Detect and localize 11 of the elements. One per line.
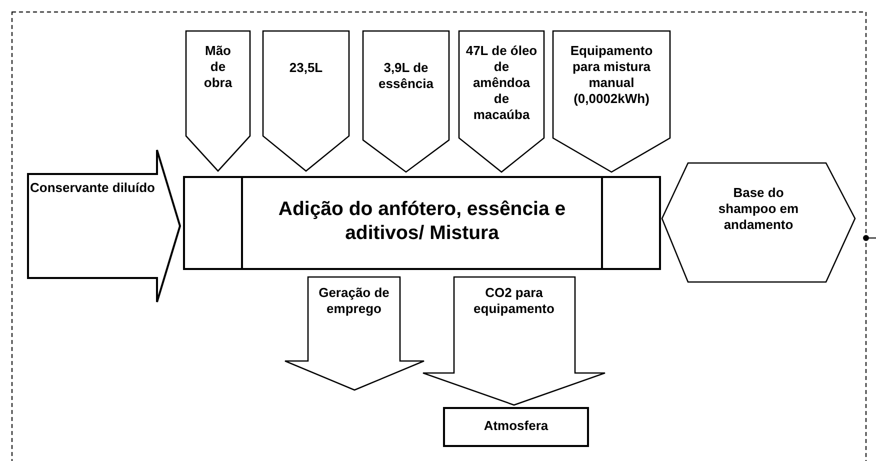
node-label: Conservante diluído [29,180,156,196]
node-label: 3,9L de essência [378,60,434,92]
node-label: Atmosfera [482,418,550,434]
node-label: Mão de obra [202,43,234,91]
node-label: CO2 para equipamento [472,285,556,317]
node-label: 23,5L [288,60,324,76]
node-label: 47L de óleo de amêndoa de macaúba [465,43,538,123]
node-label: Geração de emprego [318,285,390,317]
node-label: Equipamento para mistura manual (0,0002kWh) [569,43,654,107]
node-label: Base do shampoo em andamento [717,185,800,233]
process-title: Adição do anfótero, essência e aditivos/ Mistura [277,197,567,245]
